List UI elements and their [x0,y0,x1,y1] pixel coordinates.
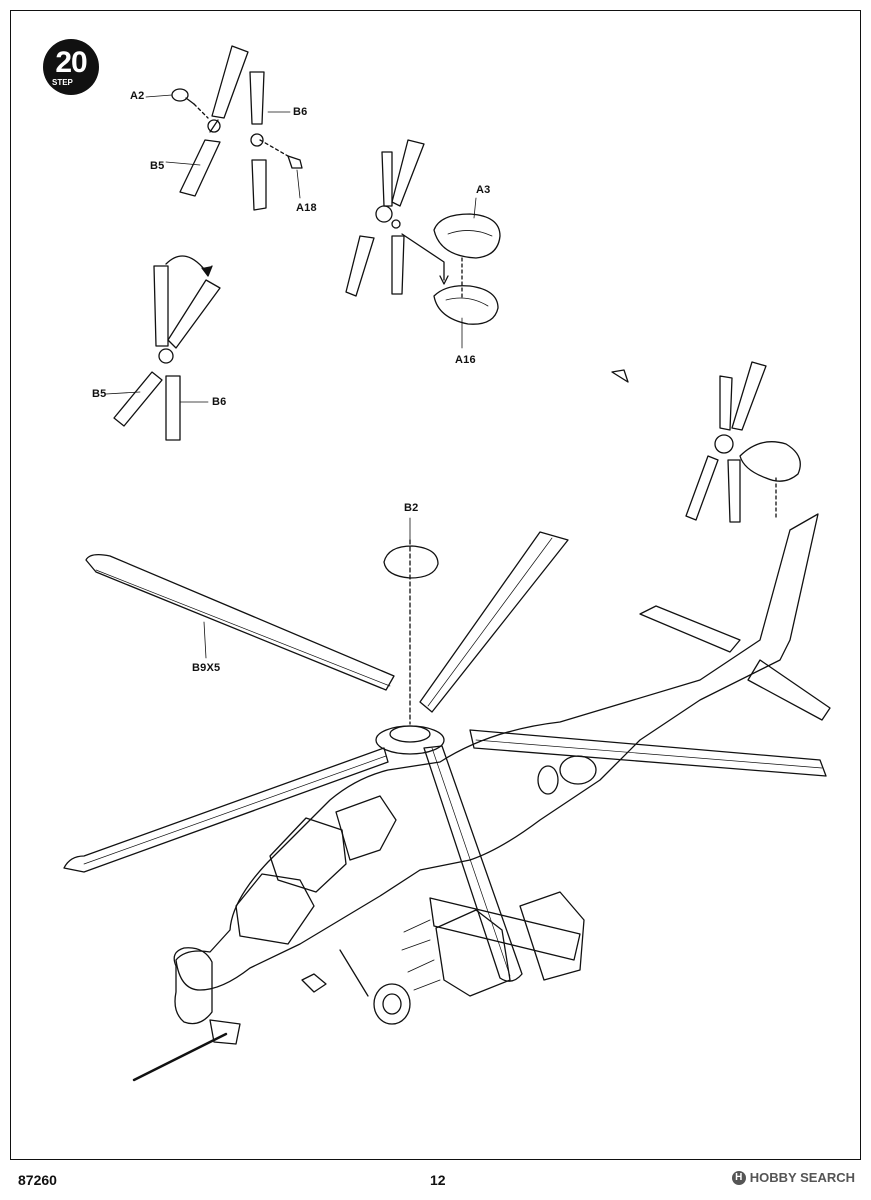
page-number: 12 [430,1172,446,1188]
label-a3: A3 [476,184,491,196]
product-code: 87260 [18,1172,57,1188]
assembly-arrow-icon [611,369,629,383]
label-a18: A18 [296,202,317,214]
hobby-search-logo-icon: H [731,1170,746,1185]
step-number: 20 [55,46,87,79]
tail-rotor-cover-assembly [345,139,501,349]
step-word: STEP [52,78,73,87]
label-b2: B2 [404,502,419,514]
watermark: H HOBBY SEARCH [731,1170,855,1185]
label-b6-mid: B6 [212,396,227,408]
label-a16: A16 [455,354,476,366]
tail-rotor-exploded-parts [145,45,303,211]
label-b9x5: B9X5 [192,662,221,674]
step-badge: 20 STEP [42,40,100,98]
blade-angle-detail [105,255,221,441]
step-badge-circle [43,39,99,95]
watermark-text: HOBBY SEARCH [749,1170,855,1185]
helicopter-body [63,513,831,1082]
label-b5-mid: B5 [92,388,107,400]
label-b6-top: B6 [293,106,308,118]
label-b5-top: B5 [150,160,165,172]
label-a2: A2 [130,90,145,102]
page-border [10,10,861,1160]
tail-rotor-mounted [685,361,801,523]
